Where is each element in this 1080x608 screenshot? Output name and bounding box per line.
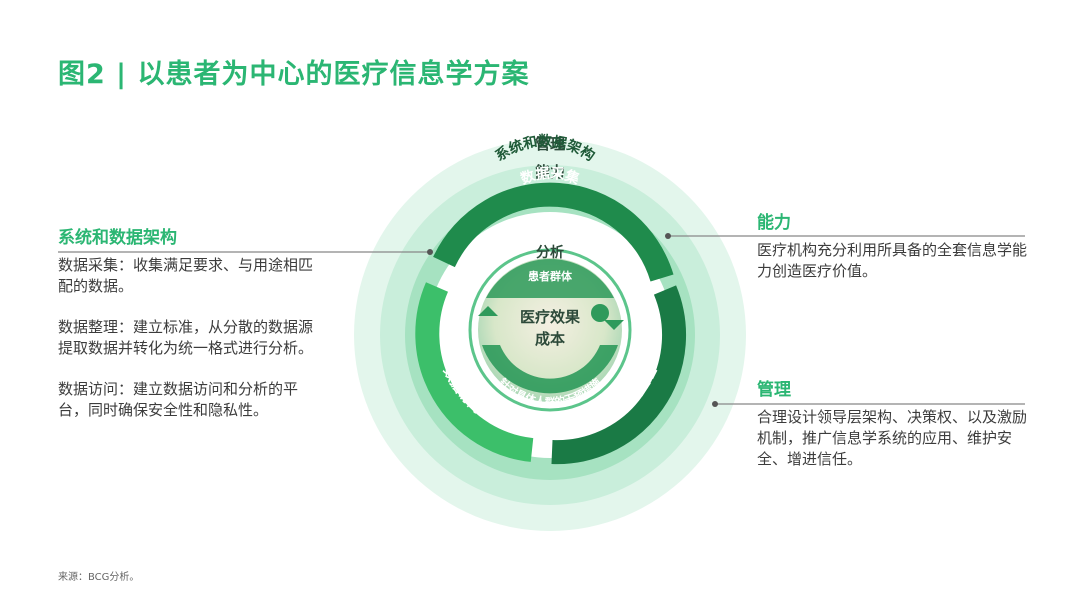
- capability-text: 医疗机构充分利用所具备的全套信息学能力创造医疗价值。: [757, 241, 1028, 280]
- people-icon: [591, 304, 609, 322]
- page-title: 图2 | 以患者为中心的医疗信息学方案: [58, 59, 530, 90]
- connector-right-manage-dot: [712, 401, 718, 407]
- label-center-main-1: 医疗效果: [520, 308, 581, 326]
- arc-collect: [433, 182, 674, 282]
- manage-heading: 管理: [757, 380, 791, 400]
- capability-heading: 能力: [757, 213, 791, 233]
- connector-left-dot: [427, 249, 433, 255]
- right-arrow-icon: [604, 320, 624, 330]
- right-panel-manage: 管理 合理设计领导层架构、决策权、以及激励机制，推广信息学系统的应用、维护安全、…: [757, 380, 1027, 490]
- label-capability: 能力: [535, 163, 565, 181]
- label-analysis: 分析: [536, 244, 564, 261]
- left-panel-paragraph: 数据整理：建立标准，从分散的数据源提取数据并转化为统一格式进行分析。: [58, 318, 314, 357]
- left-panel: 系统和数据架构 数据采集：收集满足要求、与用途相匹配的数据。 数据整理：建立标准…: [58, 228, 320, 441]
- left-panel-heading: 系统和数据架构: [58, 228, 177, 248]
- left-panel-paragraph: 数据访问：建立数据访问和分析的平台，同时确保安全性和隐私性。: [58, 380, 299, 419]
- left-arrow-icon: [478, 306, 498, 316]
- arc-organize: [551, 285, 687, 465]
- arc-access: [415, 282, 534, 462]
- connector-right-capability-dot: [665, 233, 671, 239]
- label-center-top: 患者群体: [528, 269, 573, 283]
- source-note: 来源：BCG分析。: [58, 572, 140, 583]
- center-bottom-band: [482, 345, 618, 394]
- manage-text: 合理设计领导层架构、决策权、以及激励机制，推广信息学系统的应用、维护安全、增进信…: [757, 408, 1028, 468]
- center-top-band: [486, 258, 614, 298]
- label-manage: 管理: [535, 135, 565, 153]
- right-panel-capability: 能力 医疗机构充分利用所具备的全套信息学能力创造医疗价值。: [757, 213, 1027, 302]
- left-panel-paragraph: 数据采集：收集满足要求、与用途相匹配的数据。: [58, 256, 314, 295]
- label-center-main-2: 成本: [535, 330, 565, 348]
